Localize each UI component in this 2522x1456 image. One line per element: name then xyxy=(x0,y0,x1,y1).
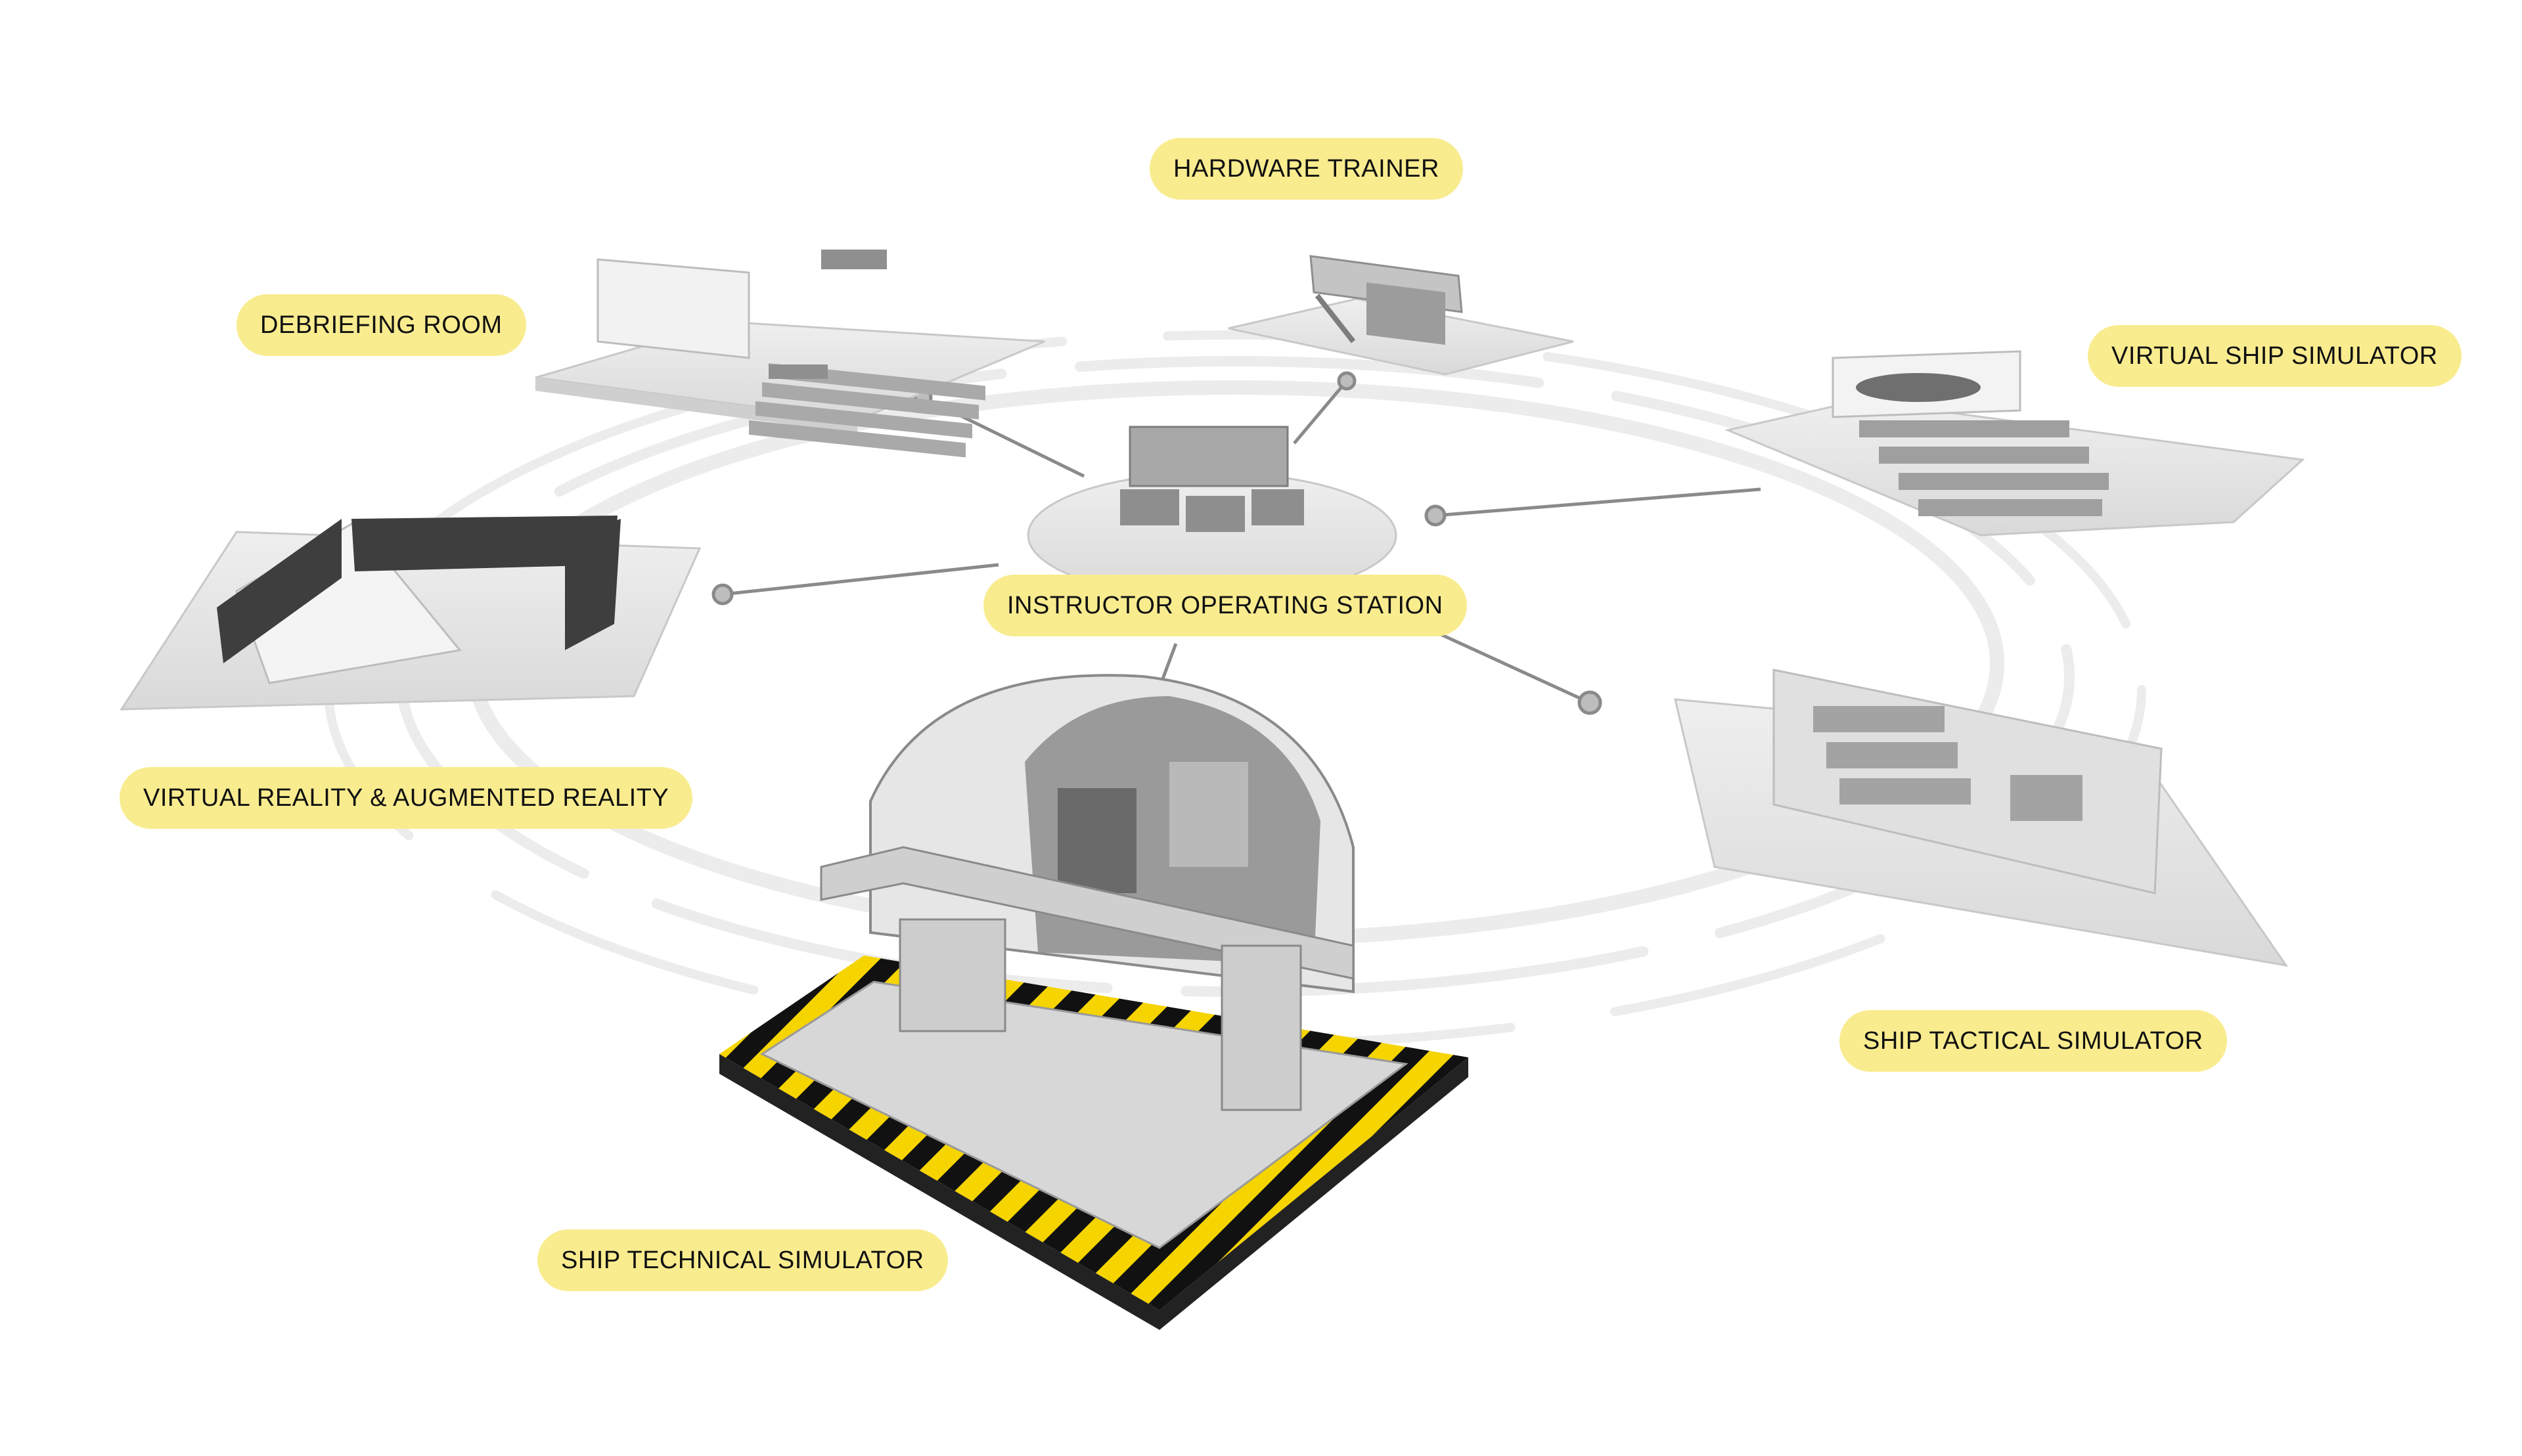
label-debriefing-room: DEBRIEFING ROOM xyxy=(236,294,526,356)
connector-lines xyxy=(711,371,1761,715)
label-hardware-trainer: HARDWARE TRAINER xyxy=(1150,138,1463,200)
debriefing-room-platform xyxy=(535,250,1045,458)
vr-ar-platform xyxy=(120,516,702,711)
label-ship-tactical-simulator: SHIP TACTICAL SIMULATOR xyxy=(1839,1010,2227,1072)
instructor-station-platform xyxy=(1027,426,1397,599)
label-vr-ar: VIRTUAL REALITY & AUGMENTED REALITY xyxy=(120,767,693,829)
label-ship-technical-simulator: SHIP TECHNICAL SIMULATOR xyxy=(537,1229,948,1291)
label-virtual-ship-simulator: VIRTUAL SHIP SIMULATOR xyxy=(2088,325,2462,387)
virtual-ship-simulator-platform xyxy=(1724,350,2305,537)
ship-tactical-simulator-platform xyxy=(1674,669,2289,967)
label-instructor-operating-station: INSTRUCTOR OPERATING STATION xyxy=(983,575,1467,636)
ship-technical-simulator-platform xyxy=(719,674,1468,1330)
hardware-trainer-platform xyxy=(1228,255,1574,376)
